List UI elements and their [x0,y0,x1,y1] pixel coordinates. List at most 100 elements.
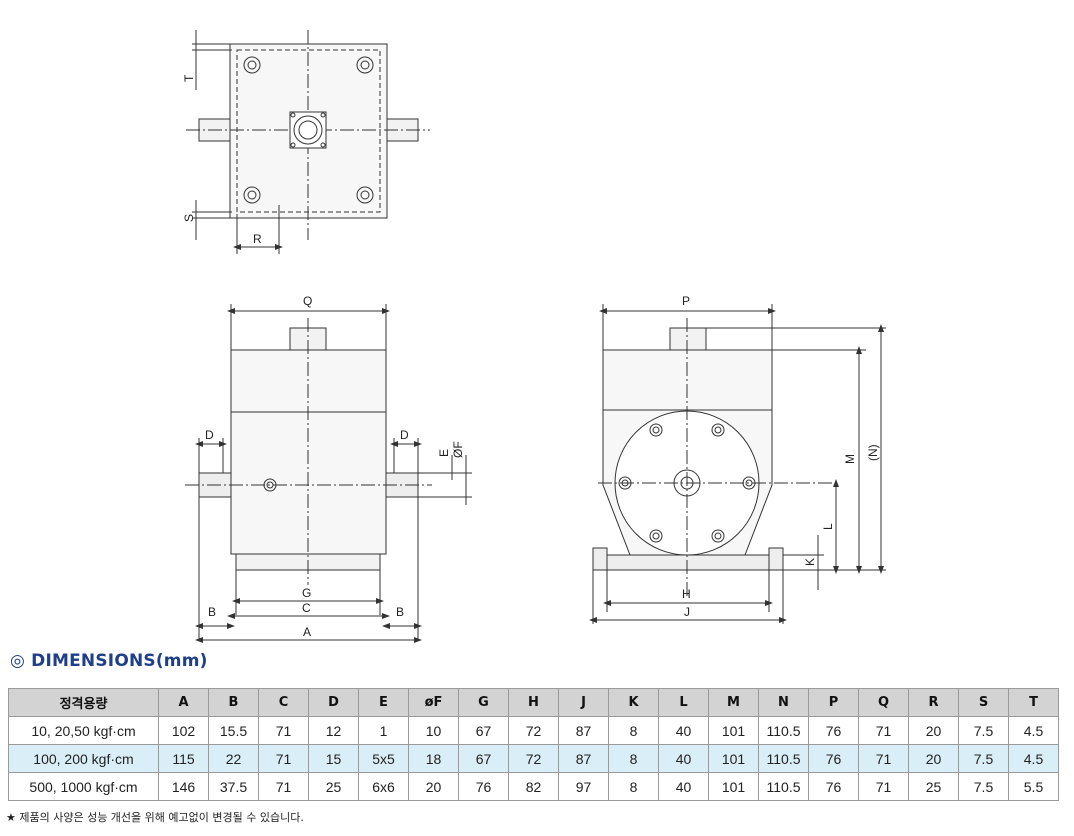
dimension-cell: 1 [358,716,409,745]
dimension-cell: 4.5 [1008,716,1059,745]
dim-label-m: M [843,454,857,464]
top-view [186,30,430,254]
dimension-cell: 8 [608,772,659,801]
dim-label-g: G [302,586,311,600]
dimension-cell: 18 [408,744,459,773]
dimension-cell: 8 [608,716,659,745]
dimension-cell: 67 [458,716,509,745]
dim-label-p: P [682,294,690,308]
dimension-cell: 76 [808,716,859,745]
technical-drawing: T S R [182,30,886,643]
header-cell: P [808,688,859,717]
dimension-cell: 72 [508,716,559,745]
dim-label-d-left: D [205,428,214,442]
header-cell: D [308,688,359,717]
dim-label-s: S [182,214,196,222]
dimension-cell: 76 [458,772,509,801]
front-view [185,304,472,643]
dimension-cell: 87 [558,744,609,773]
header-cell: S [958,688,1009,717]
dimension-cell: 102 [158,716,209,745]
dimension-cell: 71 [858,744,909,773]
header-cell: G [458,688,509,717]
dim-label-h: H [682,587,691,601]
header-cell: A [158,688,209,717]
dimension-cell: 110.5 [758,744,809,773]
dimension-cell: 20 [908,716,959,745]
dimension-cell: 20 [408,772,459,801]
dimension-cell: 71 [258,744,309,773]
capacity-cell: 10, 20,50 kgf·cm [8,716,159,745]
dim-label-t: T [182,74,196,82]
dimension-cell: 5.5 [1008,772,1059,801]
dim-label-b-left: B [208,605,216,619]
dimension-cell: 40 [658,716,709,745]
dimension-cell: 5x5 [358,744,409,773]
capacity-cell: 500, 1000 kgf·cm [8,772,159,801]
header-cell: H [508,688,559,717]
dimension-cell: 97 [558,772,609,801]
header-cell: øF [408,688,459,717]
header-cell: Q [858,688,909,717]
dimension-cell: 40 [658,772,709,801]
dimension-cell: 40 [658,744,709,773]
dim-label-j: J [684,605,690,619]
dimension-cell: 10 [408,716,459,745]
dim-label-l: L [821,523,835,530]
dimension-cell: 110.5 [758,772,809,801]
dimension-cell: 15 [308,744,359,773]
dimension-cell: 7.5 [958,744,1009,773]
dim-label-a: A [303,625,311,639]
dimension-cell: 101 [708,772,759,801]
dimension-cell: 101 [708,744,759,773]
dim-label-k: K [803,558,817,566]
dimension-cell: 37.5 [208,772,259,801]
dim-label-d-right: D [400,428,409,442]
dimension-cell: 20 [908,744,959,773]
dimension-cell: 146 [158,772,209,801]
dimension-cell: 7.5 [958,716,1009,745]
dimension-cell: 71 [258,772,309,801]
dimension-cell: 22 [208,744,259,773]
side-view [589,304,886,624]
header-cell: K [608,688,659,717]
dimension-cell: 8 [608,744,659,773]
dimension-cell: 82 [508,772,559,801]
dimension-cell: 25 [308,772,359,801]
dimension-cell: 110.5 [758,716,809,745]
dim-label-f: ØF [451,441,465,458]
dim-label-q: Q [303,294,312,308]
spec-change-footnote: ★ 제품의 사양은 성능 개선을 위해 예고없이 변경될 수 있습니다. [6,811,304,824]
dim-label-n: (N) [866,444,880,461]
header-cell: R [908,688,959,717]
dimension-cell: 12 [308,716,359,745]
dimension-cell: 7.5 [958,772,1009,801]
header-cell: E [358,688,409,717]
dimension-cell: 4.5 [1008,744,1059,773]
dimension-cell: 71 [258,716,309,745]
capacity-cell: 100, 200 kgf·cm [8,744,159,773]
dim-label-c: C [302,601,311,615]
header-cell: L [658,688,709,717]
dim-label-r: R [253,232,262,246]
dim-label-e: E [437,449,451,457]
header-cell: T [1008,688,1059,717]
dimension-cell: 115 [158,744,209,773]
dimension-cell: 25 [908,772,959,801]
dimensions-section-title: ◎ DIMENSIONS(mm) [10,651,208,671]
dimension-cell: 15.5 [208,716,259,745]
dimension-cell: 6x6 [358,772,409,801]
header-cell: N [758,688,809,717]
dimensions-table: 정격용량 A B C D E øF G H J K L M N P Q R S … [8,688,1059,801]
dimension-cell: 76 [808,744,859,773]
dimension-cell: 72 [508,744,559,773]
dimension-cell: 101 [708,716,759,745]
dim-label-b-right: B [396,605,404,619]
header-cell: 정격용량 [8,688,159,717]
table-header-row: 정격용량 A B C D E øF G H J K L M N P Q R S … [8,688,1059,717]
header-cell: J [558,688,609,717]
